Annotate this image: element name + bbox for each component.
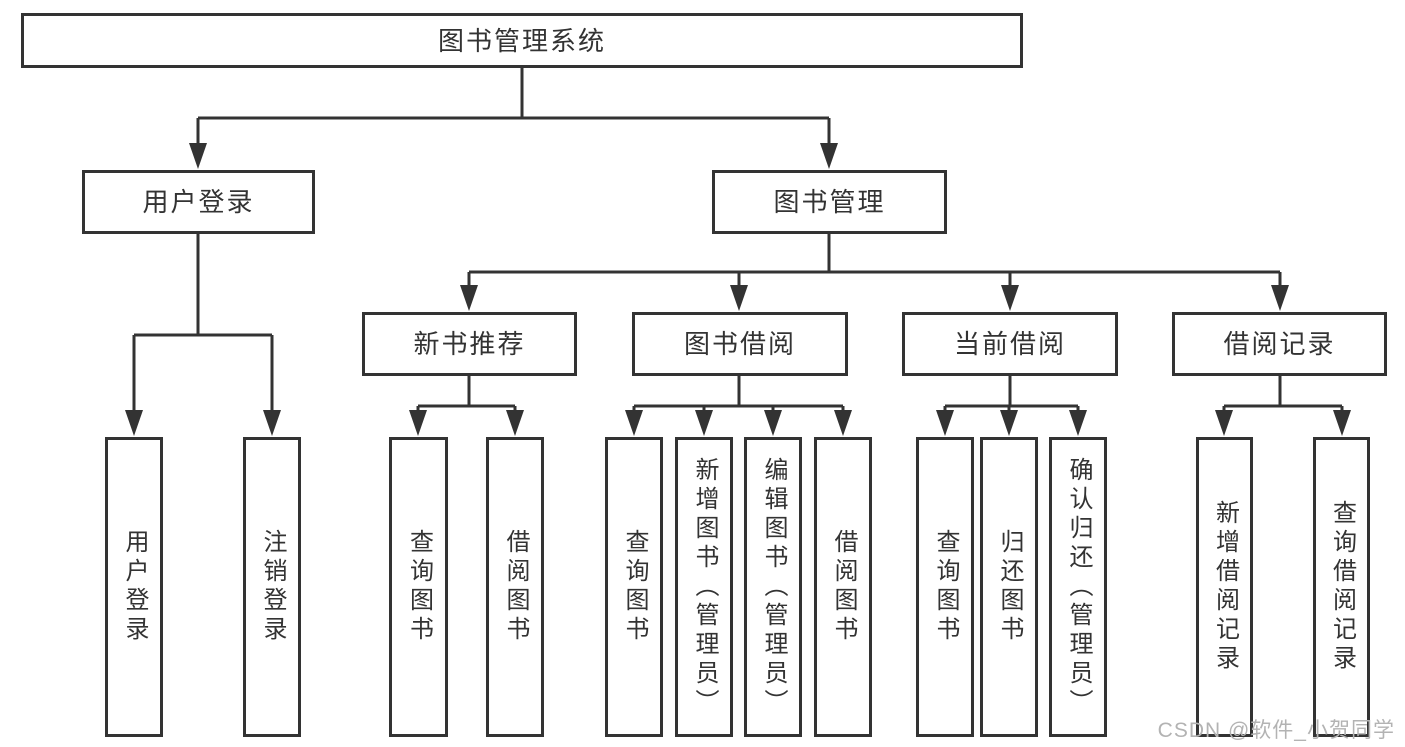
arrowhead <box>936 410 954 436</box>
arrowhead <box>189 143 207 169</box>
connector-current-to-leaves <box>943 376 1080 412</box>
leaf-borrow-edit-books-admin: 编辑图书（管理员） <box>744 437 802 737</box>
arrowhead <box>625 410 643 436</box>
node-current-borrowing: 当前借阅 <box>902 312 1118 376</box>
leaf-current-return-books: 归还图书 <box>980 437 1038 737</box>
leaf-borrow-add-books-admin: 新增图书（管理员） <box>675 437 733 737</box>
connector-newbook-to-leaves <box>416 376 517 412</box>
leaf-user-login: 用户登录 <box>105 437 163 737</box>
arrowhead <box>125 410 143 436</box>
connector-bookmgmt-to-level3 <box>467 234 1282 286</box>
arrowhead <box>834 410 852 436</box>
node-book-management: 图书管理 <box>712 170 947 234</box>
node-root: 图书管理系统 <box>21 13 1023 68</box>
arrowhead <box>263 410 281 436</box>
arrowhead <box>1001 285 1019 311</box>
connector-borrow-to-leaves <box>632 376 845 412</box>
arrowhead <box>730 285 748 311</box>
arrowhead <box>764 410 782 436</box>
leaf-current-query-books: 查询图书 <box>916 437 974 737</box>
arrowhead <box>409 410 427 436</box>
watermark: CSDN @软件_小贺同学 <box>1157 719 1395 742</box>
arrowhead <box>1069 410 1087 436</box>
arrowhead <box>1215 410 1233 436</box>
node-user-login: 用户登录 <box>82 170 315 234</box>
connector-userlogin-to-leaves <box>132 234 274 412</box>
arrowhead <box>1333 410 1351 436</box>
node-new-book-recommend: 新书推荐 <box>362 312 577 376</box>
arrowhead <box>460 285 478 311</box>
leaf-newrec-query-books: 查询图书 <box>389 437 448 737</box>
leaf-borrow-query-books: 查询图书 <box>605 437 663 737</box>
connector-root-to-level2 <box>196 68 831 144</box>
leaf-current-confirm-return-admin: 确认归还（管理员） <box>1049 437 1107 737</box>
arrowhead <box>695 410 713 436</box>
arrowhead <box>820 143 838 169</box>
connector-records-to-leaves <box>1222 376 1344 412</box>
leaf-borrow-borrow-books: 借阅图书 <box>814 437 872 737</box>
leaf-newrec-borrow-books: 借阅图书 <box>486 437 544 737</box>
node-book-borrowing: 图书借阅 <box>632 312 848 376</box>
arrowhead <box>1271 285 1289 311</box>
node-borrowing-records: 借阅记录 <box>1172 312 1387 376</box>
arrowhead <box>506 410 524 436</box>
arrowhead <box>1000 410 1018 436</box>
leaf-records-query-record: 查询借阅记录 <box>1313 437 1370 737</box>
leaf-records-add-record: 新增借阅记录 <box>1196 437 1253 737</box>
leaf-logout-login: 注销登录 <box>243 437 301 737</box>
